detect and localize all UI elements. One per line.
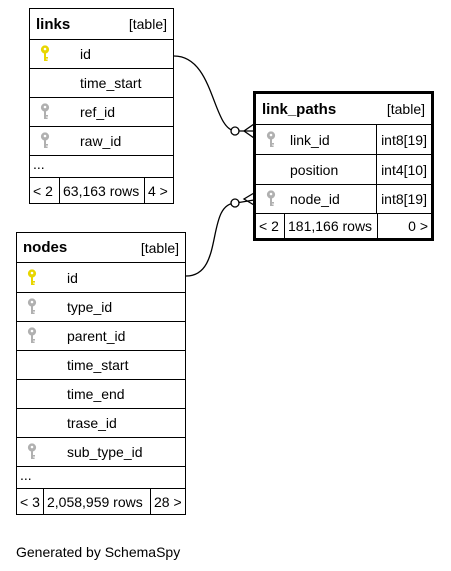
column-name: id — [80, 46, 91, 62]
table-row[interactable]: ref_id — [30, 98, 173, 127]
crowfoot-marker — [242, 123, 255, 139]
table-kind: [table] — [140, 239, 179, 256]
table-nodes[interactable]: nodes [table] id type_id parent_id time_… — [16, 232, 186, 515]
relation-nodes-to-link-paths — [185, 199, 255, 277]
table-row[interactable]: time_end — [17, 380, 185, 409]
table-row[interactable]: time_start — [30, 69, 173, 98]
children-link[interactable]: 4 > — [144, 178, 173, 203]
table-row[interactable]: node_id int8[19] — [256, 185, 431, 214]
column-name: position — [290, 161, 339, 178]
table-header[interactable]: links [table] — [30, 9, 173, 40]
table-footer: < 2 63,163 rows 4 > — [30, 178, 173, 203]
table-row[interactable]: trase_id — [17, 409, 185, 438]
table-row[interactable]: raw_id — [30, 127, 173, 156]
foreign-key-icon — [256, 130, 286, 149]
column-name: trase_id — [67, 415, 117, 431]
column-name: raw_id — [80, 133, 122, 149]
row-count: 63,163 rows — [59, 178, 144, 203]
table-row[interactable]: type_id — [17, 293, 185, 322]
table-row[interactable]: time_start — [17, 351, 185, 380]
table-header[interactable]: link_paths [table] — [256, 94, 431, 125]
table-row[interactable]: id — [30, 40, 173, 69]
table-name: link_paths — [262, 100, 337, 118]
table-row[interactable]: position int4[10] — [256, 155, 431, 185]
parents-link[interactable]: < 3 — [20, 493, 40, 510]
table-links[interactable]: links [table] id time_start ref_id raw_i… — [29, 8, 174, 204]
column-name: time_end — [67, 386, 125, 402]
table-footer: < 2 181,166 rows 0 > — [256, 214, 431, 238]
table-row[interactable]: parent_id — [17, 322, 185, 351]
more-columns-ellipsis: ... — [30, 156, 173, 178]
column-name: parent_id — [67, 328, 126, 344]
relation-optional-marker — [230, 126, 240, 136]
generated-by-credit: Generated by SchemaSpy — [16, 544, 181, 560]
children-link[interactable]: 0 > — [377, 214, 431, 238]
table-kind: [table] — [128, 16, 167, 32]
foreign-key-icon — [256, 190, 286, 208]
row-count: 2,058,959 rows — [43, 489, 150, 514]
foreign-key-icon — [17, 298, 47, 316]
relation-links-to-link-paths — [173, 55, 254, 132]
foreign-key-icon — [30, 103, 60, 121]
column-type: int8[19] — [376, 125, 431, 154]
column-name: time_start — [67, 357, 129, 373]
crowfoot-marker — [242, 192, 255, 206]
children-link[interactable]: 28 > — [150, 489, 185, 514]
foreign-key-icon — [17, 443, 47, 461]
table-row[interactable]: sub_type_id — [17, 438, 185, 467]
table-row[interactable]: id — [17, 263, 185, 293]
table-kind: [table] — [386, 101, 425, 117]
table-name: nodes — [23, 239, 68, 256]
table-footer: < 3 2,058,959 rows 28 > — [17, 489, 185, 514]
table-header[interactable]: nodes [table] — [17, 233, 185, 263]
column-name: time_start — [80, 75, 142, 91]
column-name: id — [67, 269, 78, 286]
primary-key-icon — [30, 45, 60, 63]
column-type: int8[19] — [376, 185, 431, 213]
foreign-key-icon — [30, 132, 60, 150]
column-name: link_id — [290, 131, 330, 148]
table-row[interactable]: link_id int8[19] — [256, 125, 431, 155]
more-columns-ellipsis: ... — [17, 467, 185, 489]
column-type: int4[10] — [376, 155, 431, 184]
parents-link[interactable]: < 2 — [259, 218, 279, 234]
table-name: links — [36, 15, 71, 33]
relation-optional-marker — [230, 198, 240, 208]
parents-link[interactable]: < 2 — [33, 182, 53, 199]
primary-key-icon — [17, 268, 47, 287]
table-link-paths[interactable]: link_paths [table] link_id int8[19] posi… — [253, 91, 434, 241]
column-name: node_id — [290, 191, 340, 207]
row-count: 181,166 rows — [284, 214, 377, 238]
column-name: type_id — [67, 299, 113, 315]
column-name: sub_type_id — [67, 444, 143, 460]
column-name: ref_id — [80, 104, 116, 120]
foreign-key-icon — [17, 327, 47, 345]
